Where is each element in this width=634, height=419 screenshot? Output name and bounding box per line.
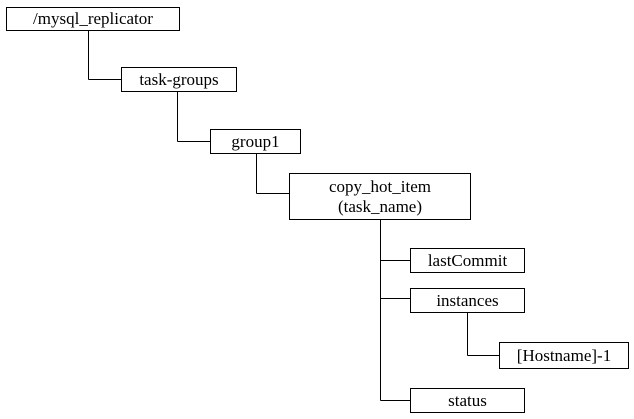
node-hostname: [Hostname]-1 bbox=[499, 342, 629, 369]
node-group1: group1 bbox=[210, 129, 301, 154]
node-instances-label: instances bbox=[436, 290, 499, 310]
node-last-commit-label: lastCommit bbox=[427, 250, 508, 270]
node-task-groups: task-groups bbox=[121, 67, 237, 92]
node-last-commit: lastCommit bbox=[410, 248, 525, 273]
node-group1-label: group1 bbox=[231, 131, 280, 151]
node-status: status bbox=[410, 388, 525, 413]
node-copy-hot-item-caption: (task_name) bbox=[337, 196, 423, 216]
node-copy-hot-item-name: copy_hot_item bbox=[329, 176, 431, 196]
node-task-groups-label: task-groups bbox=[139, 69, 219, 89]
node-hostname-label: [Hostname]-1 bbox=[516, 345, 612, 365]
node-mysql-replicator: /mysql_replicator bbox=[6, 7, 180, 31]
node-instances: instances bbox=[410, 288, 525, 313]
node-copy-hot-item: copy_hot_item (task_name) bbox=[289, 173, 471, 220]
node-mysql-replicator-label: /mysql_replicator bbox=[33, 9, 153, 28]
node-status-label: status bbox=[448, 390, 487, 410]
